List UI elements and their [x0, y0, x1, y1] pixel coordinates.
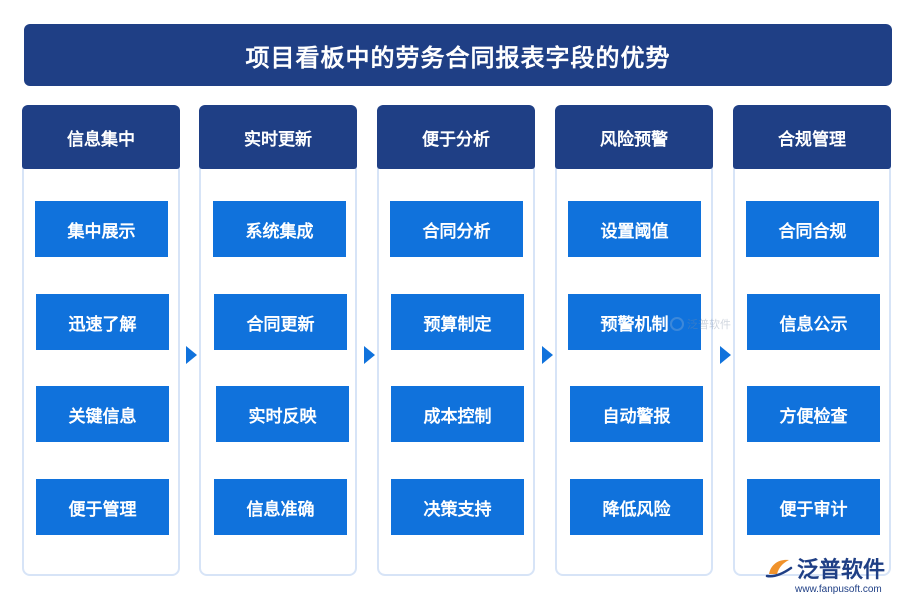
- item-box: 便于管理: [36, 479, 169, 535]
- item-box: 成本控制: [391, 386, 524, 442]
- column-risk-warning: 风险预警 设置阈值 预警机制 自动警报 降低风险: [555, 105, 713, 576]
- column-header-label: 信息集中: [67, 129, 135, 150]
- column-compliance-management: 合规管理 合同合规 信息公示 方便检查 便于审计: [733, 105, 891, 576]
- item-box: 设置阈值: [568, 201, 701, 257]
- column-header: 信息集中: [22, 105, 180, 169]
- item-label: 迅速了解: [68, 314, 137, 335]
- item-label: 方便检查: [779, 406, 848, 427]
- brand-logo: 泛普软件 www.fanpusoft.com: [765, 552, 885, 595]
- title-banner: 项目看板中的劳务合同报表字段的优势: [24, 24, 892, 86]
- item-box: 迅速了解: [36, 294, 169, 350]
- item-label: 便于审计: [779, 499, 848, 520]
- item-box: 合同分析: [390, 201, 523, 257]
- column-header: 风险预警: [555, 105, 713, 169]
- watermark-text: 泛普软件: [687, 318, 731, 331]
- item-box: 自动警报: [570, 386, 703, 442]
- column-easy-analysis: 便于分析 合同分析 预算制定 成本控制 决策支持: [377, 105, 535, 576]
- item-box: 预算制定: [391, 294, 524, 350]
- chevron-right-icon: [542, 346, 553, 364]
- item-label: 信息公示: [779, 314, 848, 335]
- brand-name: 泛普软件: [797, 558, 886, 583]
- item-box: 决策支持: [391, 479, 524, 535]
- column-info-centralized: 信息集中 集中展示 迅速了解 关键信息 便于管理: [22, 105, 180, 576]
- column-header-label: 便于分析: [422, 129, 490, 150]
- item-label: 决策支持: [423, 499, 492, 520]
- item-label: 设置阈值: [600, 221, 669, 242]
- item-label: 系统集成: [245, 221, 314, 242]
- item-label: 自动警报: [602, 406, 671, 427]
- item-label: 预警机制: [600, 314, 669, 335]
- chevron-right-icon: [364, 346, 375, 364]
- item-box: 集中展示: [35, 201, 168, 257]
- column-header: 实时更新: [199, 105, 357, 169]
- item-box: 关键信息: [36, 386, 169, 442]
- item-box: 方便检查: [747, 386, 880, 442]
- page-title: 项目看板中的劳务合同报表字段的优势: [245, 43, 671, 72]
- item-box: 合同合规: [746, 201, 879, 257]
- column-header-label: 实时更新: [244, 129, 312, 150]
- column-realtime-update: 实时更新 系统集成 合同更新 实时反映 信息准确: [199, 105, 357, 576]
- item-label: 合同分析: [422, 221, 491, 242]
- item-label: 降低风险: [602, 499, 671, 520]
- item-label: 合同合规: [778, 221, 847, 242]
- column-header-label: 风险预警: [600, 129, 668, 150]
- item-box: 降低风险: [570, 479, 703, 535]
- item-label: 预算制定: [423, 314, 492, 335]
- column-header-label: 合规管理: [778, 129, 846, 150]
- item-box: 便于审计: [747, 479, 880, 535]
- brand-url: www.fanpusoft.com: [795, 584, 882, 595]
- item-label: 实时反映: [248, 406, 317, 427]
- watermark: 泛普软件: [670, 316, 731, 332]
- item-box: 系统集成: [213, 201, 346, 257]
- item-box: 实时反映: [216, 386, 349, 442]
- watermark-logo-icon: [670, 317, 684, 331]
- item-label: 成本控制: [423, 406, 492, 427]
- item-box: 信息准确: [214, 479, 347, 535]
- item-label: 关键信息: [68, 406, 137, 427]
- chevron-right-icon: [720, 346, 731, 364]
- item-box: 信息公示: [747, 294, 880, 350]
- fanpu-logo-icon: [765, 559, 793, 578]
- item-label: 信息准确: [246, 499, 315, 520]
- column-header: 便于分析: [377, 105, 535, 169]
- item-box: 合同更新: [214, 294, 347, 350]
- item-label: 便于管理: [68, 499, 137, 520]
- item-label: 集中展示: [67, 221, 136, 242]
- chevron-right-icon: [186, 346, 197, 364]
- column-header: 合规管理: [733, 105, 891, 169]
- item-label: 合同更新: [246, 314, 315, 335]
